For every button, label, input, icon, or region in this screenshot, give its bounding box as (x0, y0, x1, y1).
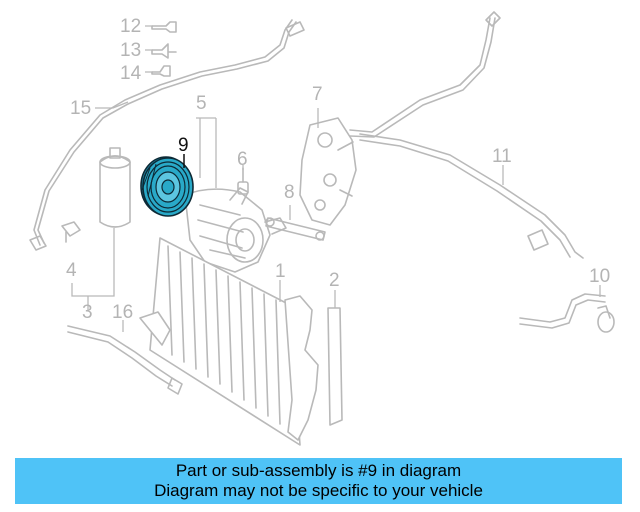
info-banner: Part or sub-assembly is #9 in diagram Di… (15, 458, 622, 504)
banner-line-2: Diagram may not be specific to your vehi… (154, 481, 483, 500)
part-8-strap[interactable] (265, 217, 326, 241)
part-16-hose[interactable] (67, 325, 183, 395)
callout-6: 6 (237, 149, 248, 170)
part-12-fitting[interactable] (151, 21, 177, 33)
callout-14: 14 (120, 63, 142, 84)
part-4-switch[interactable] (61, 221, 81, 243)
callout-1: 1 (275, 261, 286, 282)
part-15-hose[interactable] (29, 19, 305, 251)
part-11-hose[interactable] (349, 11, 584, 259)
callout-9: 9 (178, 135, 189, 156)
callout-15: 15 (70, 98, 91, 119)
callout-12: 12 (120, 16, 141, 37)
part-13-bracket[interactable] (151, 43, 177, 59)
callout-2: 2 (329, 270, 340, 291)
part-3-receiver-drier[interactable] (99, 147, 131, 228)
part-7-bracket[interactable] (299, 117, 357, 226)
part-10-hose[interactable] (519, 293, 615, 333)
callout-labels: 12 13 14 15 5 9 6 7 8 11 10 4 3 16 1 2 (66, 16, 610, 323)
part-1-condenser[interactable] (139, 237, 319, 446)
banner-line-1: Part or sub-assembly is #9 in diagram (175, 461, 462, 480)
callout-3: 3 (82, 302, 93, 323)
part-2-bracket[interactable] (327, 307, 343, 426)
part-9-clutch-pulley[interactable] (140, 156, 194, 217)
parts-diagram: 12 13 14 15 5 9 6 7 8 11 10 4 3 16 1 2 (29, 11, 615, 446)
callout-4: 4 (66, 260, 77, 281)
callout-16: 16 (112, 302, 133, 323)
callout-5: 5 (196, 93, 207, 114)
callout-10: 10 (589, 266, 610, 287)
callout-11: 11 (492, 146, 512, 167)
callout-7: 7 (312, 84, 323, 105)
callout-8: 8 (284, 182, 295, 203)
leader-lines (71, 25, 601, 332)
part-5-compressor[interactable] (184, 187, 287, 273)
part-14-clip[interactable] (151, 65, 171, 77)
part-6-fitting[interactable] (237, 167, 249, 195)
callout-13: 13 (120, 40, 141, 61)
